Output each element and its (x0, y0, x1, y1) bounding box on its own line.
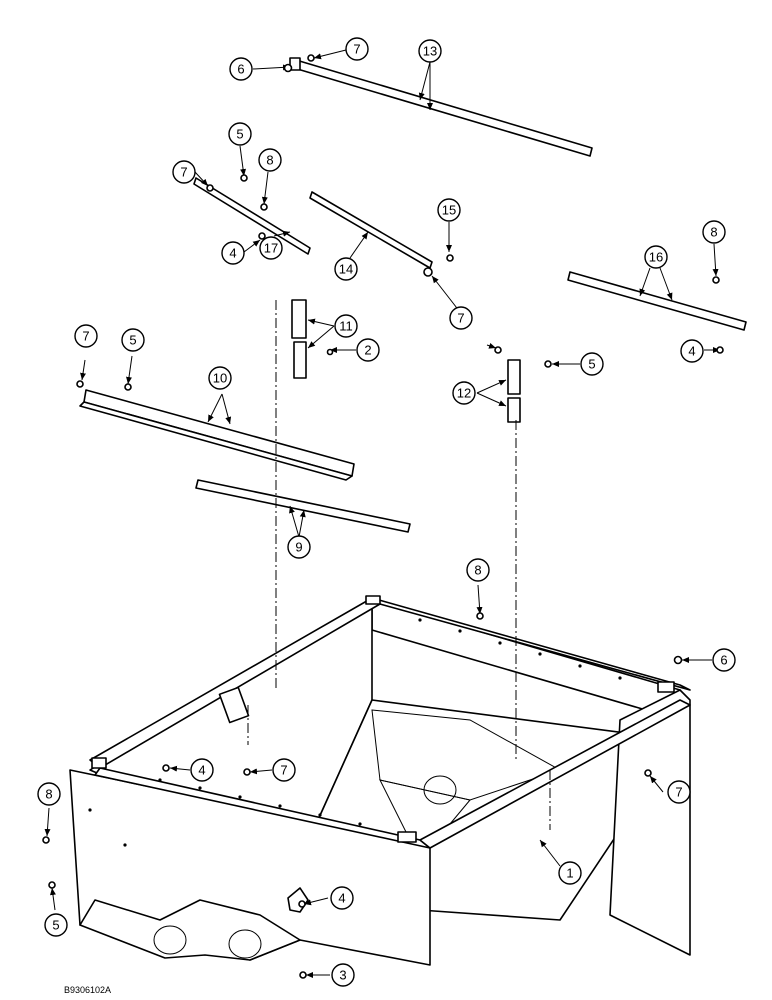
callout-5: 5 (228, 122, 252, 146)
callout-5: 5 (44, 913, 68, 937)
callout-5: 5 (580, 352, 604, 376)
svg-text:17: 17 (264, 241, 278, 256)
strip-11 (291, 299, 307, 379)
svg-text:16: 16 (649, 250, 663, 265)
drawing-id-label: B9306102A (64, 985, 112, 995)
callout-4: 4 (221, 241, 245, 265)
callout-7: 7 (345, 37, 369, 61)
callout-12: 12 (452, 381, 476, 405)
svg-text:3: 3 (339, 968, 346, 983)
svg-text:1: 1 (566, 866, 573, 881)
svg-text:13: 13 (423, 44, 437, 59)
callout-7: 7 (74, 324, 98, 348)
callout-8: 8 (258, 148, 282, 172)
svg-text:12: 12 (457, 386, 471, 401)
svg-text:9: 9 (295, 540, 302, 555)
callout-5: 5 (121, 328, 145, 352)
svg-text:7: 7 (180, 165, 187, 180)
callout-8: 8 (702, 220, 726, 244)
callout-17: 17 (259, 236, 283, 260)
svg-text:4: 4 (688, 344, 695, 359)
svg-text:8: 8 (710, 225, 717, 240)
callout-7: 7 (272, 758, 296, 782)
svg-text:8: 8 (474, 563, 481, 578)
svg-text:7: 7 (675, 785, 682, 800)
callout-16: 16 (644, 245, 668, 269)
svg-text:11: 11 (339, 319, 353, 334)
callout-14: 14 (334, 257, 358, 281)
svg-text:5: 5 (588, 357, 595, 372)
callout-8: 8 (37, 782, 61, 806)
svg-text:6: 6 (237, 62, 244, 77)
callout-15: 15 (437, 198, 461, 222)
svg-text:5: 5 (129, 333, 136, 348)
hardware-fasteners (42, 54, 724, 979)
svg-text:8: 8 (45, 787, 52, 802)
svg-text:5: 5 (52, 918, 59, 933)
leader-lines (44, 49, 720, 978)
callout-6: 6 (712, 648, 736, 672)
svg-text:7: 7 (82, 329, 89, 344)
svg-text:4: 4 (338, 891, 345, 906)
callout-4: 4 (330, 886, 354, 910)
callout-13: 13 (418, 39, 442, 63)
callout-7: 7 (449, 306, 473, 330)
svg-text:4: 4 (229, 246, 236, 261)
callout-7: 7 (667, 780, 691, 804)
tank-body (69, 595, 691, 966)
callout-1: 1 (558, 861, 582, 885)
svg-text:5: 5 (236, 127, 243, 142)
callout-6: 6 (229, 57, 253, 81)
callout-9: 9 (287, 535, 311, 559)
callout-7: 7 (172, 160, 196, 184)
angle-16 (567, 271, 747, 331)
bar-14 (309, 191, 433, 269)
callout-4: 4 (190, 758, 214, 782)
svg-text:10: 10 (213, 371, 227, 386)
callout-2: 2 (356, 338, 380, 362)
callout-3: 3 (331, 963, 355, 987)
svg-text:6: 6 (720, 653, 727, 668)
bracket-17 (193, 177, 311, 255)
tube-13 (289, 57, 593, 157)
svg-text:15: 15 (442, 203, 456, 218)
svg-text:2: 2 (364, 343, 371, 358)
svg-text:7: 7 (353, 42, 360, 57)
callout-11: 11 (334, 314, 358, 338)
callout-10: 10 (208, 366, 232, 390)
svg-text:7: 7 (280, 763, 287, 778)
angle-10 (79, 389, 355, 481)
svg-text:14: 14 (339, 262, 353, 277)
svg-text:7: 7 (457, 311, 464, 326)
callout-8: 8 (466, 558, 490, 582)
svg-text:8: 8 (266, 153, 273, 168)
callout-4: 4 (680, 339, 704, 363)
bar-9 (195, 479, 411, 533)
svg-text:4: 4 (198, 763, 205, 778)
strip-12 (507, 359, 521, 423)
